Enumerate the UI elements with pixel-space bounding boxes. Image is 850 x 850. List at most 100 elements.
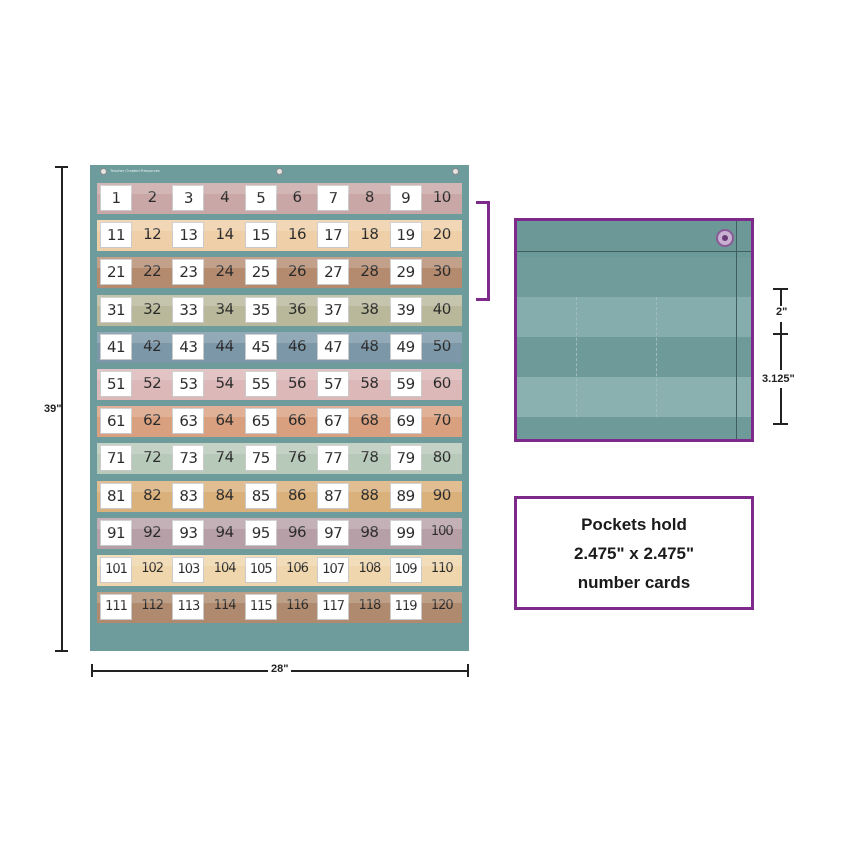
number-card-label: 42 <box>143 336 162 355</box>
number-card: 15 <box>244 222 277 249</box>
number-card-label: 72 <box>143 448 162 467</box>
number-card-label: 56 <box>287 374 307 392</box>
width-label: 28" <box>268 663 292 675</box>
detail-pocket-4 <box>517 377 751 417</box>
number-card-label: 95 <box>251 523 271 542</box>
number-card: 101 <box>100 557 132 583</box>
number-card: 48 <box>353 334 385 360</box>
number-card: 30 <box>426 259 458 285</box>
number-card: 35 <box>244 296 277 323</box>
number-card-label: 33 <box>179 300 198 319</box>
detail-pocket-3 <box>517 337 751 377</box>
number-card-label: 13 <box>179 226 198 245</box>
number-card: 79 <box>389 445 422 472</box>
number-card-label: 76 <box>287 448 307 467</box>
number-card-label: 97 <box>324 523 343 542</box>
number-card-label: 96 <box>287 522 307 541</box>
pocket-detail-view <box>514 218 754 442</box>
number-card: 60 <box>426 371 458 397</box>
number-card-label: 86 <box>287 485 307 504</box>
number-card-label: 108 <box>358 561 381 576</box>
info-line-2: 2.475" x 2.475" <box>573 543 695 563</box>
number-card: 67 <box>317 408 350 435</box>
number-card-label: 63 <box>179 412 198 431</box>
number-card: 103 <box>172 557 205 583</box>
number-card-label: 38 <box>360 299 379 318</box>
detail-divider-2 <box>656 297 657 417</box>
number-card-label: 7 <box>328 189 339 207</box>
number-card-label: 22 <box>143 262 162 281</box>
number-card-label: 93 <box>179 523 198 542</box>
number-card: 50 <box>426 334 458 360</box>
number-card-label: 3 <box>183 189 194 207</box>
number-card-label: 73 <box>179 449 198 468</box>
number-card: 55 <box>244 371 277 397</box>
number-card: 18 <box>353 222 385 248</box>
info-line-3: number cards <box>577 572 691 592</box>
number-card-label: 48 <box>360 336 379 355</box>
number-card-label: 15 <box>251 226 271 245</box>
number-card: 83 <box>172 482 205 509</box>
number-card-label: 68 <box>360 411 379 430</box>
spacing-label: 3.125" <box>762 373 795 385</box>
number-card-label: 20 <box>432 225 452 244</box>
number-card: 51 <box>100 371 132 397</box>
number-card-label: 30 <box>432 262 452 281</box>
number-card-label: 115 <box>249 599 273 615</box>
number-card-label: 84 <box>215 485 235 504</box>
number-card: 95 <box>244 519 277 546</box>
number-card-label: 51 <box>106 375 126 393</box>
number-card: 2 <box>136 185 168 211</box>
number-card-label: 62 <box>143 411 162 430</box>
number-card-label: 35 <box>251 300 271 319</box>
number-card: 17 <box>317 222 350 249</box>
number-card-label: 25 <box>251 263 271 282</box>
number-card: 40 <box>426 297 458 323</box>
number-card-label: 110 <box>430 561 454 576</box>
number-card-label: 79 <box>396 449 416 468</box>
number-card-label: 34 <box>215 299 235 318</box>
number-card: 104 <box>209 557 241 583</box>
number-card: 62 <box>136 408 168 434</box>
number-card-label: 119 <box>394 599 418 615</box>
height-dimension-cap-bottom <box>55 650 68 652</box>
number-card-label: 98 <box>360 522 379 541</box>
info-line-1: Pockets hold <box>581 514 687 534</box>
number-card-label: 105 <box>249 562 273 577</box>
number-card-label: 69 <box>396 412 416 431</box>
number-card: 37 <box>317 296 350 323</box>
number-card: 100 <box>426 520 458 546</box>
number-card: 63 <box>172 408 205 435</box>
number-card-label: 80 <box>432 448 452 467</box>
number-card: 26 <box>281 259 313 285</box>
number-card-label: 66 <box>287 411 307 430</box>
number-card-label: 1 <box>111 189 121 207</box>
number-card-label: 17 <box>324 226 343 245</box>
detail-pocket-1 <box>517 257 751 297</box>
number-card: 116 <box>281 594 313 620</box>
number-card: 119 <box>389 594 422 621</box>
number-card-label: 18 <box>360 225 379 244</box>
number-card: 97 <box>317 519 350 546</box>
number-card: 43 <box>172 333 205 360</box>
number-card-label: 82 <box>143 485 162 504</box>
width-dimension-cap-right <box>467 664 469 677</box>
number-card: 113 <box>172 594 205 621</box>
number-card: 56 <box>281 371 313 397</box>
number-card: 57 <box>317 371 350 397</box>
number-card: 24 <box>209 259 241 285</box>
width-dimension-cap-left <box>91 664 93 677</box>
number-card: 29 <box>389 259 422 286</box>
number-card-label: 9 <box>401 189 411 207</box>
number-card: 96 <box>281 520 313 546</box>
number-card-label: 43 <box>179 337 198 356</box>
number-card: 94 <box>209 520 241 546</box>
number-card-label: 107 <box>322 562 345 577</box>
